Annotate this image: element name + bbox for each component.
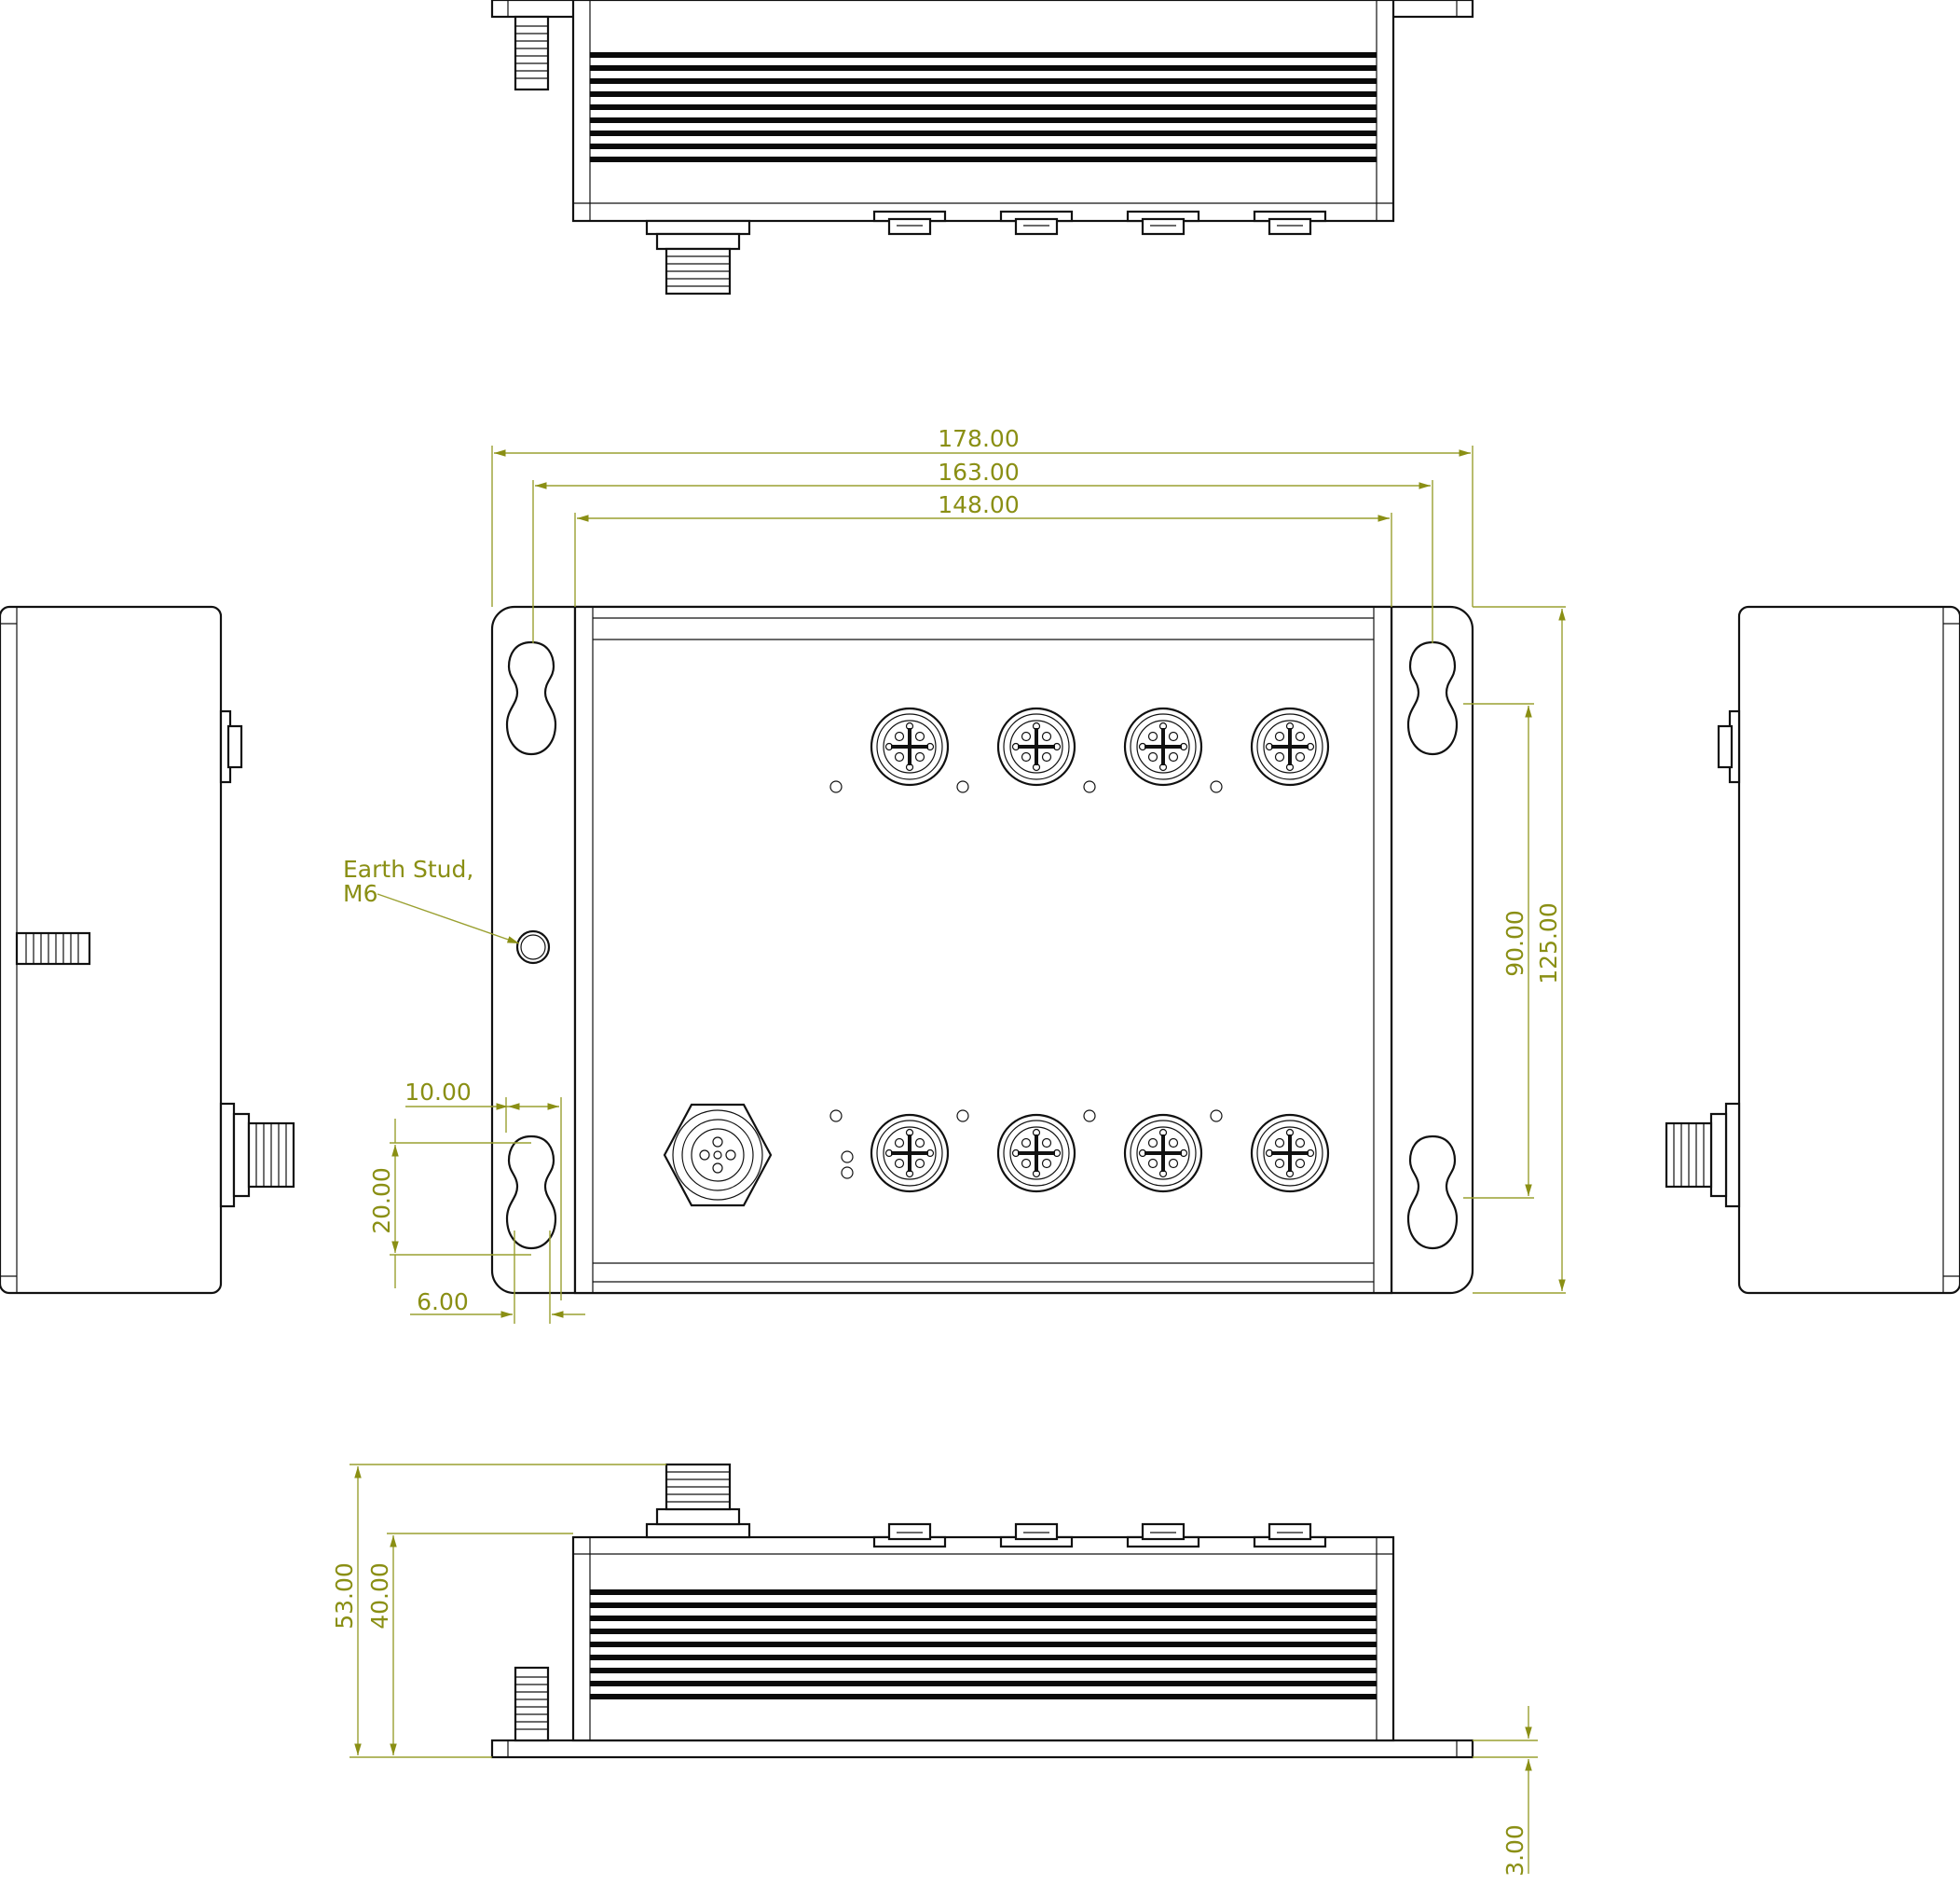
earth-stud-label-line1: Earth Stud, bbox=[343, 856, 473, 883]
front-view bbox=[490, 605, 1474, 1295]
earth-stud-label-line2: M6 bbox=[343, 880, 377, 907]
dim-flange-thickness: 3.00 bbox=[1501, 1824, 1528, 1877]
dim-slot-offset-x: 10.00 bbox=[404, 1079, 472, 1106]
earth-stud-leader bbox=[377, 893, 520, 944]
bottom-view bbox=[490, 1463, 1474, 1759]
dim-slot-width: 6.00 bbox=[417, 1288, 469, 1315]
dim-overall-height: 53.00 bbox=[331, 1562, 358, 1630]
top-view bbox=[490, 0, 1474, 296]
dim-overall-width: 178.00 bbox=[938, 425, 1019, 452]
dimensions: 178.00 163.00 148.00 125.00 90.00 10.00 … bbox=[331, 425, 1566, 1877]
left-side-view bbox=[0, 605, 295, 1295]
right-side-view bbox=[1665, 605, 1960, 1295]
dim-mounting-hole-spacing: 90.00 bbox=[1501, 910, 1528, 977]
dim-slot-length: 20.00 bbox=[368, 1167, 395, 1234]
dim-body-width: 148.00 bbox=[938, 491, 1019, 518]
dim-flange-hole-spacing: 163.00 bbox=[938, 459, 1019, 486]
earth-stud-label-2: M6 bbox=[343, 880, 377, 907]
dim-body-height: 40.00 bbox=[366, 1562, 393, 1630]
earth-stud-label: Earth Stud, bbox=[343, 856, 473, 883]
dim-overall-depth: 125.00 bbox=[1535, 902, 1562, 983]
